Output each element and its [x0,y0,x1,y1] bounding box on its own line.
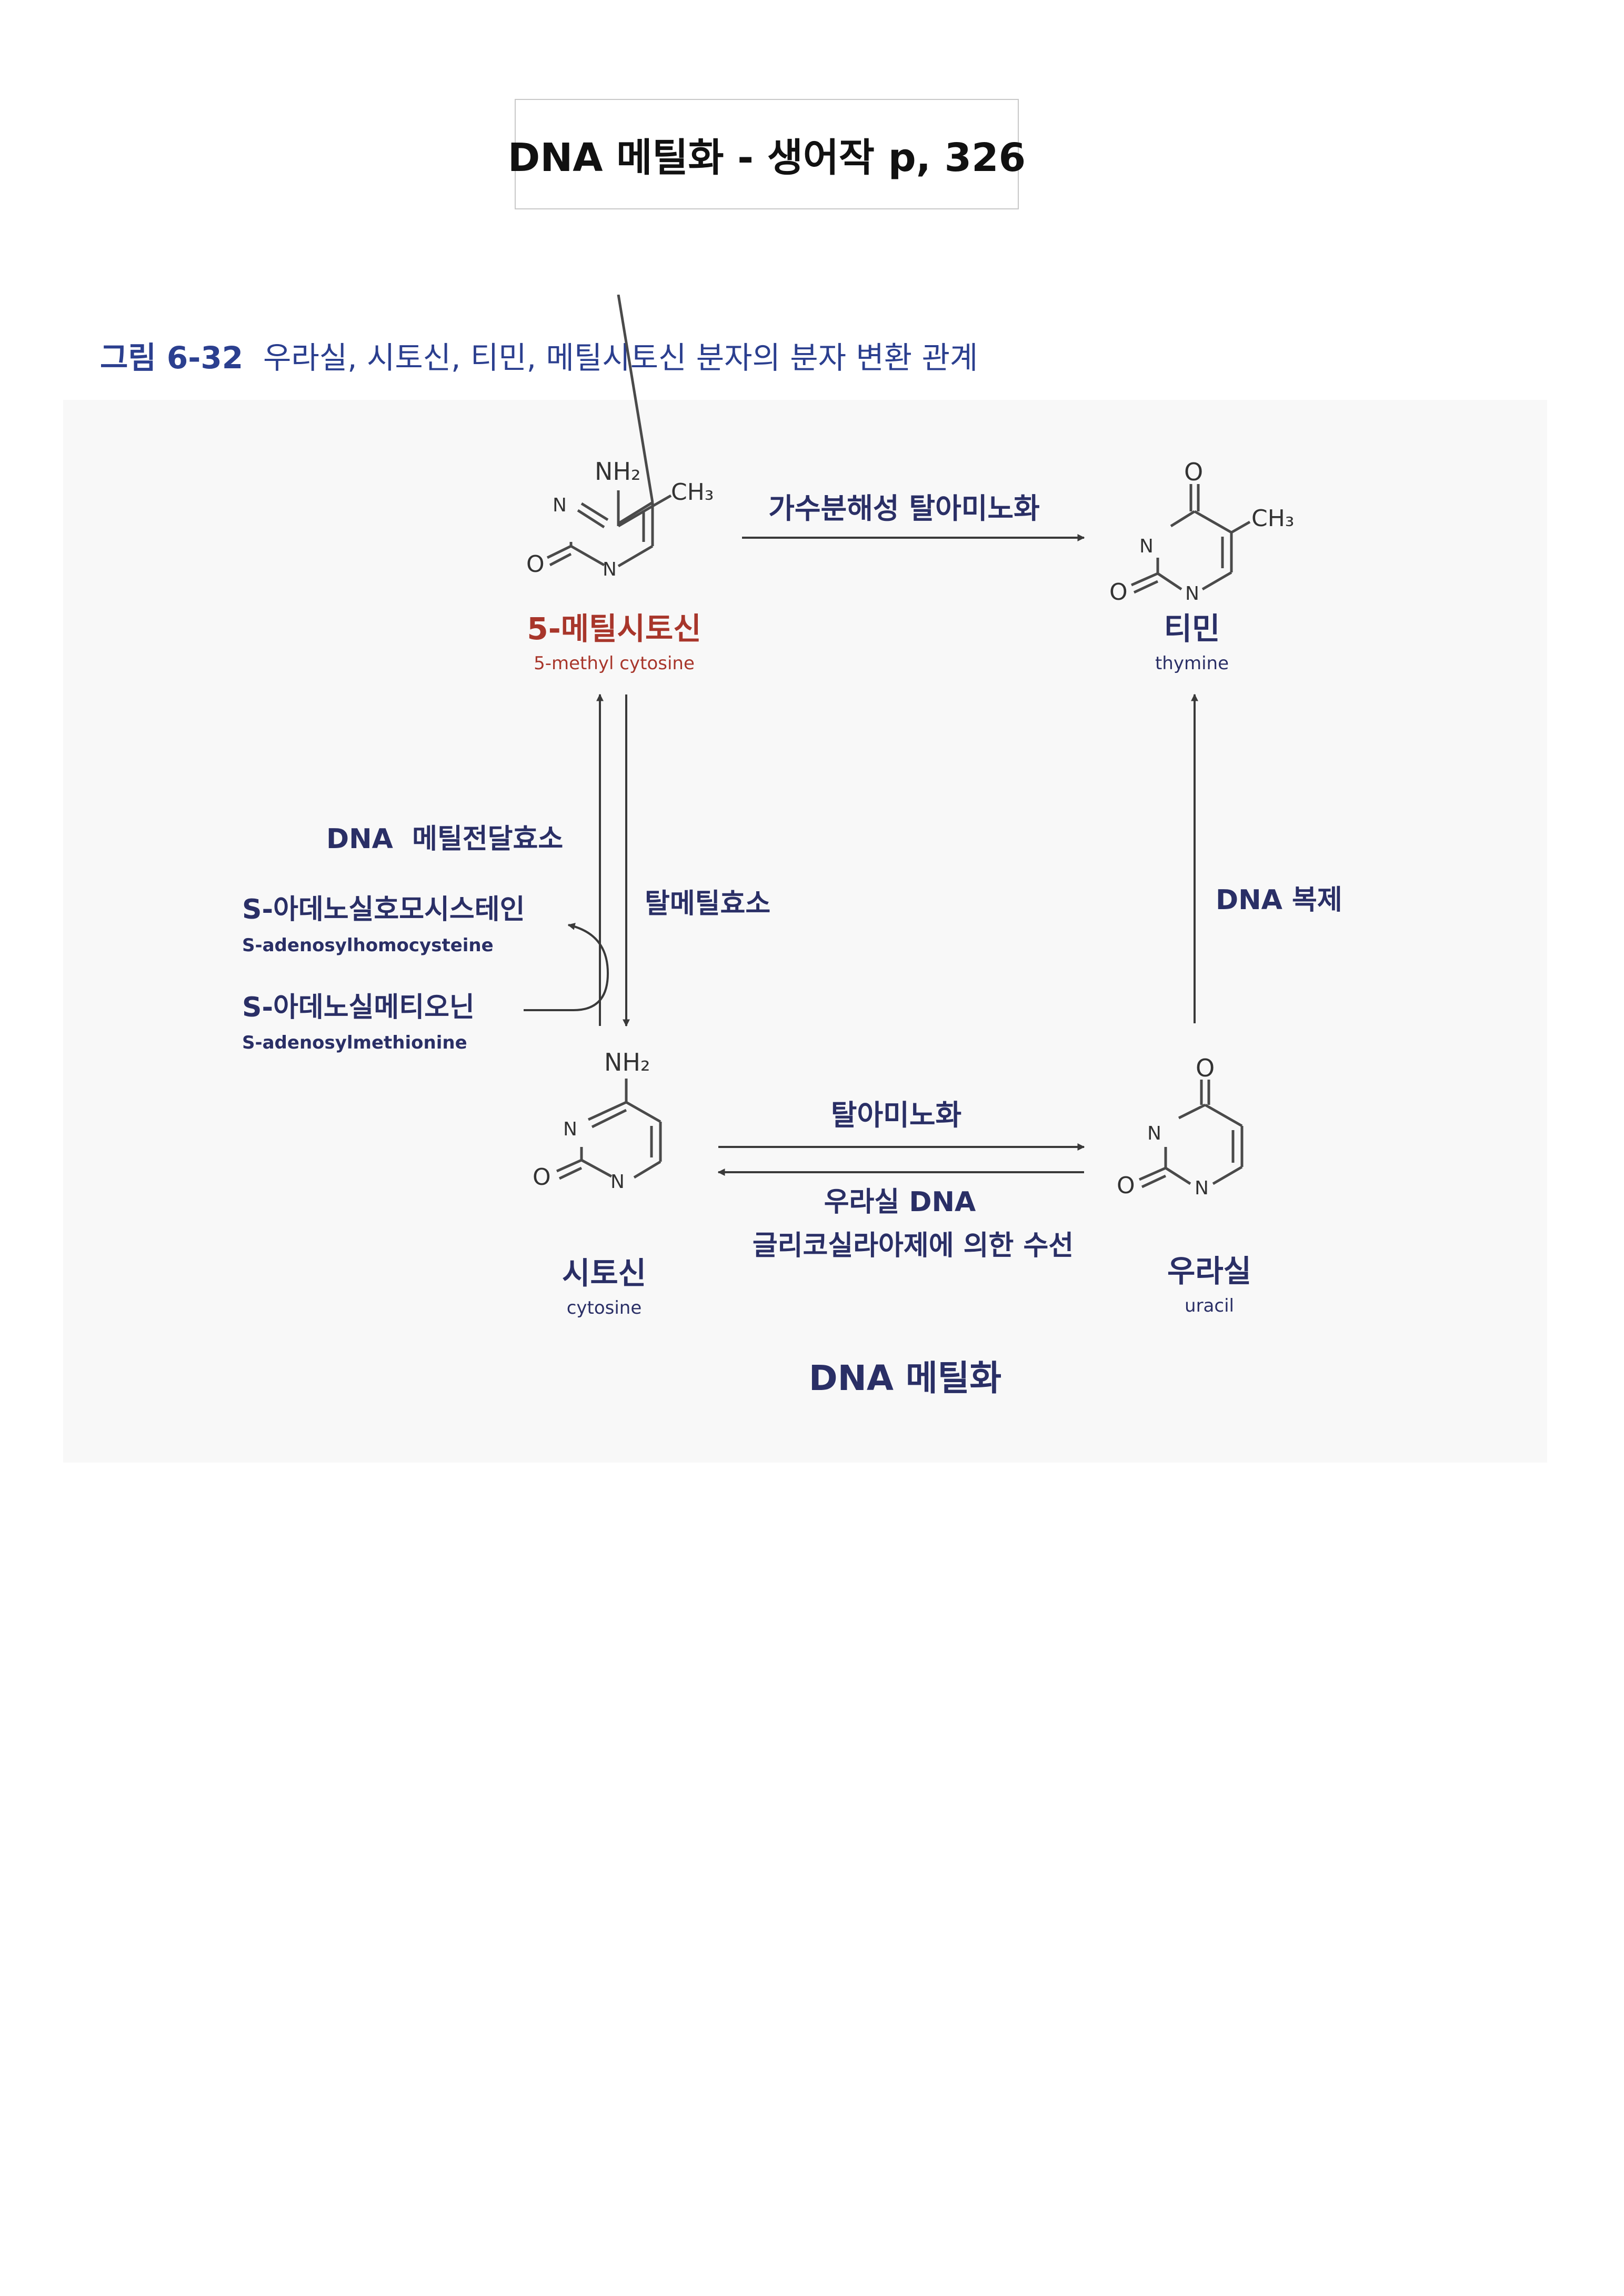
cytosine-nh2-label: NH₂ [604,1048,650,1076]
sah-name-en: S-adenosylhomocysteine [242,935,494,956]
figure-background [63,400,1547,1463]
sam-to-sah-curve-arrow [524,922,609,1011]
demethylase-label: 탈메틸효소 [645,888,770,920]
cytosine-n3-label: N [563,1119,577,1140]
uracil-o-top-label: O [1196,1054,1215,1082]
sah-name-ko: S-아데노실호모시스테인 [242,894,525,925]
cytosine-n1-label: N [610,1171,625,1193]
figure-caption-number: 그림 6-32 [100,340,243,376]
thymine-n3-label: N [1139,536,1154,557]
methylcytosine-name-en: 5-methyl cytosine [534,653,695,674]
figure-caption-text: 우라실, 시토신, 티민, 메틸시토신 분자의 분자 변환 관계 [263,340,978,376]
cytosine-o-label: O [533,1164,551,1191]
cytosine-name-ko: 시토신 [562,1255,646,1291]
thymine-n1-label: N [1185,583,1199,605]
thymine-name-en: thymine [1155,653,1229,674]
thymine-o-top-label: O [1184,458,1203,486]
uracil-n1-label: N [1195,1177,1209,1199]
cytosine-name-en: cytosine [567,1297,642,1318]
repair-label-line1: 우라실 DNA [824,1186,976,1218]
methylcytosine-n1-label: N [603,559,617,580]
thymine-ch3-label: CH₃ [1251,505,1294,532]
dna-replication-label: DNA 복제 [1216,884,1342,916]
thymine-ring [1130,484,1251,594]
methylcytosine-ring [546,490,672,568]
methylcytosine-ch3-label: CH₃ [671,479,714,506]
cytosine-ring [556,1079,662,1180]
deamination-label: 탈아미노화 [831,1099,961,1132]
uracil-o-left-label: O [1117,1172,1135,1199]
dna-methylation-figure: 그림 6-32 우라실, 시토신, 티민, 메틸시토신 분자의 분자 변환 관계… [63,295,1547,1463]
uracil-name-en: uracil [1185,1295,1234,1316]
sam-name-en: S-adenosylmethionine [242,1032,467,1053]
uracil-n3-label: N [1147,1123,1161,1144]
repair-label-line2: 글리코실라아제에 의한 수선 [753,1230,1074,1262]
dna-methyltransferase-label: DNA 메틸전달효소 [326,823,563,855]
uracil-name-ko: 우라실 [1167,1253,1251,1289]
thymine-name-ko: 티민 [1164,611,1220,647]
thymine-o-left-label: O [1109,579,1128,606]
hydrolytic-deamination-label: 가수분해성 탈아미노화 [768,492,1040,525]
sam-name-ko: S-아데노실메티오닌 [242,992,475,1023]
figure-bottom-title: DNA 메틸화 [809,1358,1001,1398]
methylcytosine-o-label: O [526,551,545,578]
methylcytosine-nh2-label: NH₂ [595,457,640,486]
uracil-ring [1138,1080,1244,1189]
methylcytosine-name-ko: 5-메틸시토신 [527,611,701,647]
methylcytosine-n3-label: N [553,495,567,516]
page-title: DNA 메틸화 - 생어작 p, 326 [508,99,1026,209]
